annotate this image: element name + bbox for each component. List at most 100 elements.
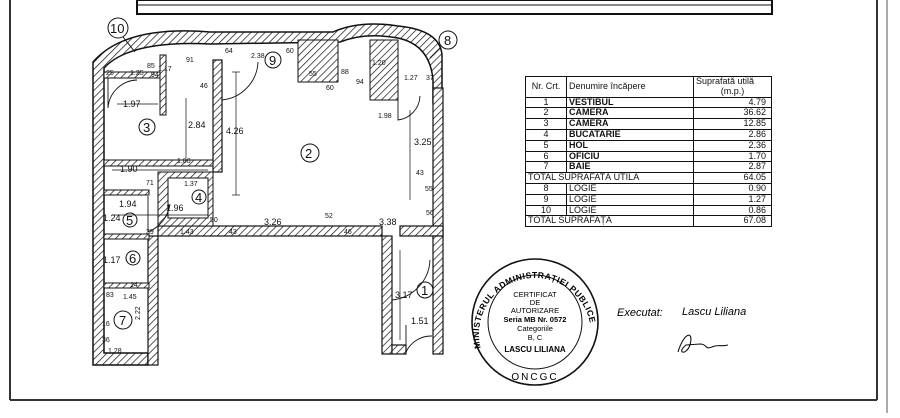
dim-label: 1.96 — [166, 203, 184, 213]
dim-label: 55 — [309, 71, 317, 78]
cell-name: BUCATARIE — [566, 128, 694, 141]
dim-label: 4.26 — [226, 126, 244, 136]
stamp-line: B, C — [528, 333, 543, 342]
header-area-unit: (m.p.) — [720, 85, 745, 96]
room-8-label: 8 — [444, 33, 451, 48]
room-markers — [107, 17, 458, 330]
total-util-label: TOTAL SUPRAFATĂ UTILA — [525, 172, 694, 184]
dim-label: 50 — [210, 217, 218, 224]
cell-name: BAIE — [566, 161, 694, 174]
dim-label: 3.26 — [264, 217, 282, 227]
dim-label: 88 — [341, 69, 349, 76]
dim-label: 1.80 — [177, 158, 191, 165]
cell-name: CAMERA — [566, 107, 694, 120]
dimension-lines — [112, 71, 411, 340]
cell-nr: 8 — [525, 182, 567, 195]
table-header-row: Nr. Crt. Denumire încăpere Suprafată uti… — [525, 76, 772, 98]
dim-label: 56 — [426, 210, 434, 217]
cell-nr: 4 — [525, 128, 567, 141]
executed-label: Executat: — [617, 307, 663, 319]
cell-nr: 2 — [525, 107, 567, 120]
header-nr: Nr. Crt. — [525, 76, 567, 98]
dim-label: 1.25 — [130, 70, 144, 77]
cell-nr: 9 — [525, 193, 567, 206]
cell-name: LOGIE — [566, 193, 694, 206]
dim-label: 60 — [286, 48, 294, 55]
dim-label: 43 — [229, 229, 237, 236]
executed-by: Executat: Lascu Liliana — [617, 306, 746, 353]
cell-nr: 6 — [525, 150, 567, 163]
dim-label: 1.43 — [180, 229, 194, 236]
cell-name: HOL — [566, 139, 694, 152]
dim-label: 60 — [326, 85, 334, 92]
cell-area: 2.86 — [693, 128, 772, 141]
cell-name: LOGIE — [566, 204, 694, 217]
dim-label: 3.38 — [379, 217, 397, 227]
header-name: Denumire încăpere — [566, 76, 694, 98]
dim-label: 1.37 — [184, 181, 198, 188]
total-label: TOTAL SUPRAFAȚĂ — [525, 215, 694, 228]
dim-label: 14 — [130, 282, 138, 289]
cell-area: 1.70 — [693, 150, 772, 163]
dim-label: 37 — [426, 75, 434, 82]
dim-label: 71 — [146, 180, 154, 187]
cell-area: 12.85 — [693, 118, 772, 130]
dim-label: 3.25 — [414, 137, 432, 147]
dim-label: 16 — [102, 321, 110, 328]
stamp-line: Seria MB Nr. 0572 — [504, 315, 567, 324]
room-area-table: Nr. Crt. Denumire încăpere Suprafată uti… — [525, 76, 772, 228]
total-area: 67.08 — [693, 215, 772, 228]
signature-mark — [677, 334, 729, 353]
cell-name: VESTIBUL — [566, 96, 694, 109]
cell-nr: 3 — [525, 118, 567, 130]
room-5-label: 5 — [126, 213, 133, 228]
dim-label: 1.45 — [123, 294, 137, 301]
room-1-label: 1 — [421, 283, 428, 298]
cell-area: 2.87 — [693, 161, 772, 174]
total-util-area: 64.05 — [693, 172, 772, 184]
dim-label: 2.84 — [188, 120, 206, 130]
dim-label: 52 — [325, 213, 333, 220]
cell-area: 1.27 — [693, 193, 772, 206]
stamp-line: Categoriile — [517, 324, 553, 333]
stamp-bottom-text: ONCGC — [511, 372, 558, 383]
dim-label: 94 — [151, 72, 159, 79]
room-2-label: 2 — [305, 146, 312, 161]
dim-label: 1.20 — [372, 60, 386, 67]
dim-label: 91 — [186, 57, 194, 64]
cell-area: 36.62 — [693, 107, 772, 120]
cell-nr: 1 — [525, 96, 567, 109]
dim-label: 39 — [146, 229, 154, 236]
cell-area: 0.90 — [693, 182, 772, 195]
dim-label: 46 — [344, 229, 352, 236]
cell-nr: 10 — [525, 204, 567, 217]
authorization-stamp: MINISTERUL ADMINISTRAȚIEI PUBLICE ONCGC … — [471, 258, 599, 386]
room-6-label: 6 — [129, 251, 136, 266]
dim-label: 36 — [102, 337, 110, 344]
executed-name: Lascu Liliana — [682, 306, 746, 318]
cell-nr: 7 — [525, 161, 567, 174]
cell-name: OFICIU — [566, 150, 694, 163]
dim-label: 2.38 — [251, 53, 265, 60]
room-10-label: 10 — [110, 21, 124, 36]
dim-label: 94 — [356, 79, 364, 86]
stamp-line: DE — [530, 298, 540, 307]
dim-label: 1.90 — [120, 164, 138, 174]
dim-label: 1.97 — [123, 99, 141, 109]
dim-label: 1.28 — [108, 348, 122, 355]
dim-label: 1.24 — [103, 213, 121, 223]
dim-label: 1.27 — [404, 75, 418, 82]
room-3-label: 3 — [143, 120, 150, 135]
